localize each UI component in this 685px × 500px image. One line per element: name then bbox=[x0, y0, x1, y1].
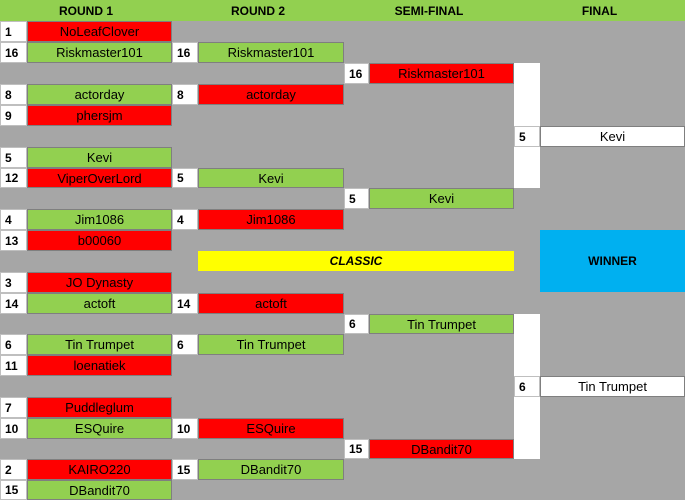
team-r1-6: ViperOverLord bbox=[27, 168, 172, 188]
connector-line bbox=[514, 314, 540, 334]
team-r1-12: loenatiek bbox=[27, 355, 172, 376]
seed-r1-9: 3 bbox=[0, 272, 27, 293]
seed-r1-2: 16 bbox=[0, 42, 27, 63]
team-r2-4: Jim1086 bbox=[198, 209, 344, 230]
team-r2-8: DBandit70 bbox=[198, 459, 344, 480]
seed-r1-6: 12 bbox=[0, 168, 27, 188]
team-r1-5: Kevi bbox=[27, 147, 172, 168]
seed-r2-2: 8 bbox=[172, 84, 198, 105]
team-r1-7: Jim1086 bbox=[27, 209, 172, 230]
connector-line bbox=[514, 355, 540, 376]
team-r1-8: b00060 bbox=[27, 230, 172, 251]
seed-r2-6: 6 bbox=[172, 334, 198, 355]
seed-r1-13: 7 bbox=[0, 397, 27, 418]
team-r1-10: actoft bbox=[27, 293, 172, 314]
seed-sf-4: 15 bbox=[344, 439, 369, 459]
team-r1-14: ESQuire bbox=[27, 418, 172, 439]
team-r1-13: Puddleglum bbox=[27, 397, 172, 418]
connector-line bbox=[514, 439, 540, 459]
header-final: FINAL bbox=[514, 0, 685, 21]
team-r2-3: Kevi bbox=[198, 168, 344, 188]
team-sf-1: Riskmaster101 bbox=[369, 63, 514, 84]
connector-line bbox=[514, 397, 540, 418]
team-sf-2: Kevi bbox=[369, 188, 514, 209]
classic-banner: CLASSIC bbox=[198, 251, 514, 271]
seed-r1-1: 1 bbox=[0, 21, 27, 42]
seed-r1-15: 2 bbox=[0, 459, 27, 480]
team-r2-5: actoft bbox=[198, 293, 344, 314]
connector-line bbox=[514, 168, 540, 188]
seed-final-1: 5 bbox=[514, 126, 540, 147]
seed-r1-10: 14 bbox=[0, 293, 27, 314]
header-round-2: ROUND 2 bbox=[172, 0, 344, 21]
team-sf-4: DBandit70 bbox=[369, 439, 514, 459]
connector-line bbox=[514, 334, 540, 355]
team-sf-3: Tin Trumpet bbox=[369, 314, 514, 334]
connector-line bbox=[514, 105, 540, 126]
team-r1-9: JO Dynasty bbox=[27, 272, 172, 293]
team-r1-1: NoLeafClover bbox=[27, 21, 172, 42]
team-r1-4: phersjm bbox=[27, 105, 172, 126]
team-r1-2: Riskmaster101 bbox=[27, 42, 172, 63]
team-r1-15: KAIRO220 bbox=[27, 459, 172, 480]
seed-r1-7: 4 bbox=[0, 209, 27, 230]
seed-r1-8: 13 bbox=[0, 230, 27, 251]
header-round-1: ROUND 1 bbox=[0, 0, 172, 21]
seed-final-2: 6 bbox=[514, 376, 540, 397]
seed-r2-8: 15 bbox=[172, 459, 198, 480]
team-r2-1: Riskmaster101 bbox=[198, 42, 344, 63]
team-r1-3: actorday bbox=[27, 84, 172, 105]
team-r1-11: Tin Trumpet bbox=[27, 334, 172, 355]
seed-r2-1: 16 bbox=[172, 42, 198, 63]
seed-r1-11: 6 bbox=[0, 334, 27, 355]
connector-line bbox=[514, 418, 540, 439]
team-r2-2: actorday bbox=[198, 84, 344, 105]
team-r2-7: ESQuire bbox=[198, 418, 344, 439]
connector-line bbox=[514, 84, 540, 105]
seed-r1-4: 9 bbox=[0, 105, 27, 126]
connector-line bbox=[514, 63, 540, 84]
seed-r2-4: 4 bbox=[172, 209, 198, 230]
team-final-1: Kevi bbox=[540, 126, 685, 147]
seed-sf-1: 16 bbox=[344, 63, 369, 84]
seed-r1-16: 15 bbox=[0, 480, 27, 500]
seed-r2-7: 10 bbox=[172, 418, 198, 439]
seed-r1-3: 8 bbox=[0, 84, 27, 105]
seed-r1-14: 10 bbox=[0, 418, 27, 439]
seed-sf-3: 6 bbox=[344, 314, 369, 334]
header-semi-final: SEMI-FINAL bbox=[344, 0, 514, 21]
seed-sf-2: 5 bbox=[344, 188, 369, 209]
team-r1-16: DBandit70 bbox=[27, 480, 172, 500]
seed-r2-5: 14 bbox=[172, 293, 198, 314]
team-final-2: Tin Trumpet bbox=[540, 376, 685, 397]
seed-r1-12: 11 bbox=[0, 355, 27, 376]
connector-line bbox=[514, 147, 540, 168]
team-r2-6: Tin Trumpet bbox=[198, 334, 344, 355]
winner-box: WINNER bbox=[540, 230, 685, 292]
seed-r1-5: 5 bbox=[0, 147, 27, 168]
seed-r2-3: 5 bbox=[172, 168, 198, 188]
